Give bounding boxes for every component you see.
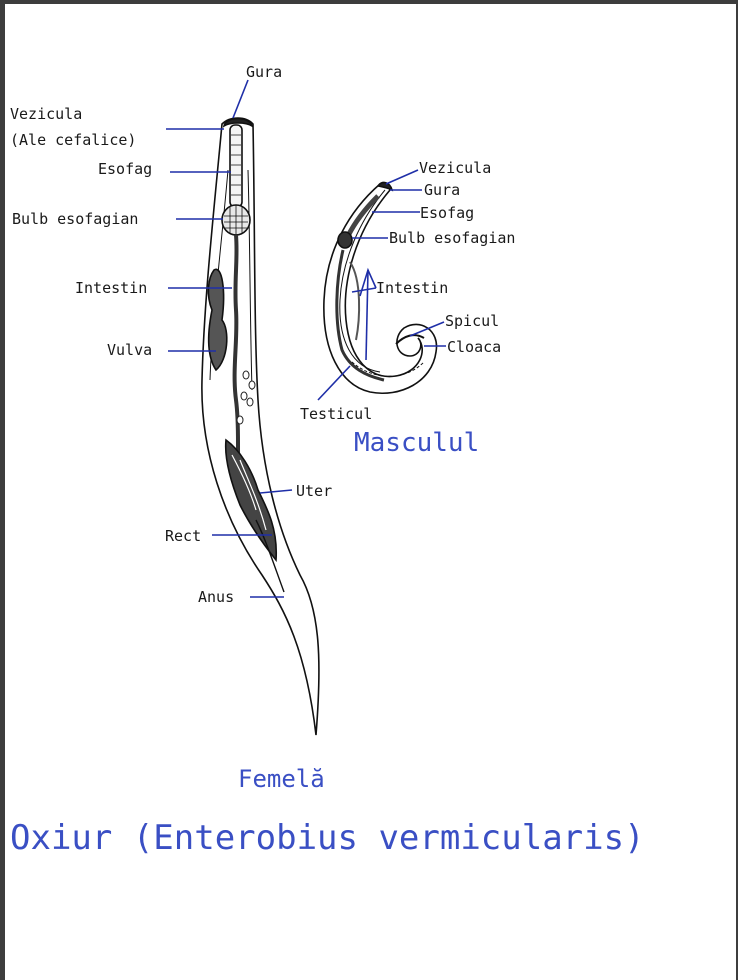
label-female-esofag: Esofag bbox=[98, 160, 152, 178]
label-female-rect: Rect bbox=[165, 527, 201, 545]
male-testis bbox=[350, 262, 359, 340]
label-female-uter: Uter bbox=[296, 482, 332, 500]
label-male-spicul: Spicul bbox=[445, 312, 499, 330]
label-female-gura: Gura bbox=[246, 63, 282, 81]
label-female-vulva: Vulva bbox=[107, 341, 152, 359]
label-female-vezicula: Vezicula bbox=[10, 105, 82, 123]
label-male-intestin: Intestin bbox=[376, 279, 448, 297]
label-male-testicul: Testicul bbox=[300, 405, 372, 423]
male-bulb bbox=[338, 232, 352, 248]
female-egg-mass-upper bbox=[208, 269, 226, 370]
male-head bbox=[378, 183, 392, 190]
diagram-title: Oxiur (Enterobius vermicularis) bbox=[10, 818, 645, 858]
label-female-intestin: Intestin bbox=[75, 279, 147, 297]
label-male-gura: Gura bbox=[424, 181, 460, 199]
label-female-ale-cefalice: (Ale cefalice) bbox=[10, 131, 136, 149]
female-leader-lines bbox=[166, 80, 292, 597]
female-worm-drawing bbox=[202, 118, 319, 735]
label-female-bulb: Bulb esofagian bbox=[12, 210, 138, 228]
label-male-vezicula: Vezicula bbox=[419, 159, 491, 177]
label-male-bulb: Bulb esofagian bbox=[389, 229, 515, 247]
female-intestine bbox=[235, 235, 240, 480]
female-caption: Femelă bbox=[238, 765, 325, 793]
label-female-anus: Anus bbox=[198, 588, 234, 606]
female-body-outline bbox=[202, 118, 319, 735]
label-male-cloaca: Cloaca bbox=[447, 338, 501, 356]
label-male-esofag: Esofag bbox=[420, 204, 474, 222]
male-caption: Masculul bbox=[354, 428, 479, 458]
